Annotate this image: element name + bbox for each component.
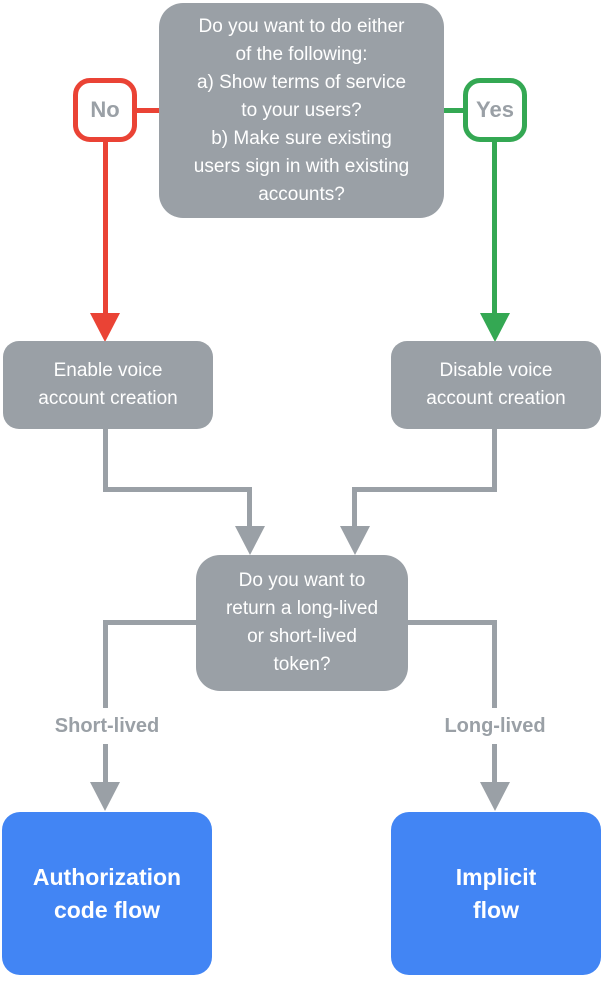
yes-badge-text: Yes bbox=[476, 97, 514, 122]
disable-to-token-connector-vertical bbox=[492, 429, 497, 492]
top-question-text: Do you want to do either of the followin… bbox=[193, 15, 410, 205]
short-lived-label-text: Short-lived bbox=[54, 714, 160, 737]
long-lived-connector-horizontal bbox=[408, 620, 497, 625]
short-lived-label: Short-lived bbox=[22, 708, 192, 744]
disable-voice-account-box: Disable voice account creation bbox=[391, 341, 601, 429]
token-question-text: Do you want to return a long-lived or sh… bbox=[225, 570, 379, 675]
short-lived-connector-horizontal bbox=[103, 620, 196, 625]
short-lived-arrowhead-icon bbox=[90, 782, 120, 811]
authorization-code-flow-text: Authorization code flow bbox=[32, 863, 182, 923]
disable-voice-account-text: Disable voice account creation bbox=[426, 360, 566, 409]
short-lived-connector-vertical bbox=[103, 620, 108, 783]
disable-to-token-connector-drop bbox=[352, 487, 357, 527]
top-question-box: Do you want to do either of the followin… bbox=[159, 3, 444, 218]
enable-to-token-connector-horizontal bbox=[103, 487, 252, 492]
yes-branch-connector-horizontal bbox=[444, 108, 463, 113]
no-branch-connector-horizontal bbox=[137, 108, 159, 113]
yes-badge: Yes bbox=[463, 78, 527, 142]
no-branch-arrowhead-icon bbox=[90, 313, 120, 342]
enable-voice-account-text: Enable voice account creation bbox=[38, 360, 178, 409]
long-lived-connector-vertical bbox=[492, 620, 497, 783]
enable-voice-account-box: Enable voice account creation bbox=[3, 341, 213, 429]
authorization-code-flow-box: Authorization code flow bbox=[2, 812, 212, 975]
yes-branch-connector-vertical bbox=[492, 142, 497, 314]
enable-to-token-connector-vertical bbox=[103, 429, 108, 492]
disable-to-token-arrowhead-icon bbox=[340, 526, 370, 555]
long-lived-label-text: Long-lived bbox=[444, 714, 546, 737]
no-badge: No bbox=[73, 78, 137, 142]
implicit-flow-box: Implicit flow bbox=[391, 812, 601, 975]
token-question-box: Do you want to return a long-lived or sh… bbox=[196, 555, 408, 691]
disable-to-token-connector-horizontal bbox=[352, 487, 497, 492]
enable-to-token-arrowhead-icon bbox=[235, 526, 265, 555]
long-lived-arrowhead-icon bbox=[480, 782, 510, 811]
no-badge-text: No bbox=[90, 97, 120, 122]
no-branch-connector-vertical bbox=[103, 142, 108, 314]
enable-to-token-connector-drop bbox=[247, 487, 252, 527]
yes-branch-arrowhead-icon bbox=[480, 313, 510, 342]
long-lived-label: Long-lived bbox=[410, 708, 580, 744]
implicit-flow-text: Implicit flow bbox=[455, 863, 537, 923]
